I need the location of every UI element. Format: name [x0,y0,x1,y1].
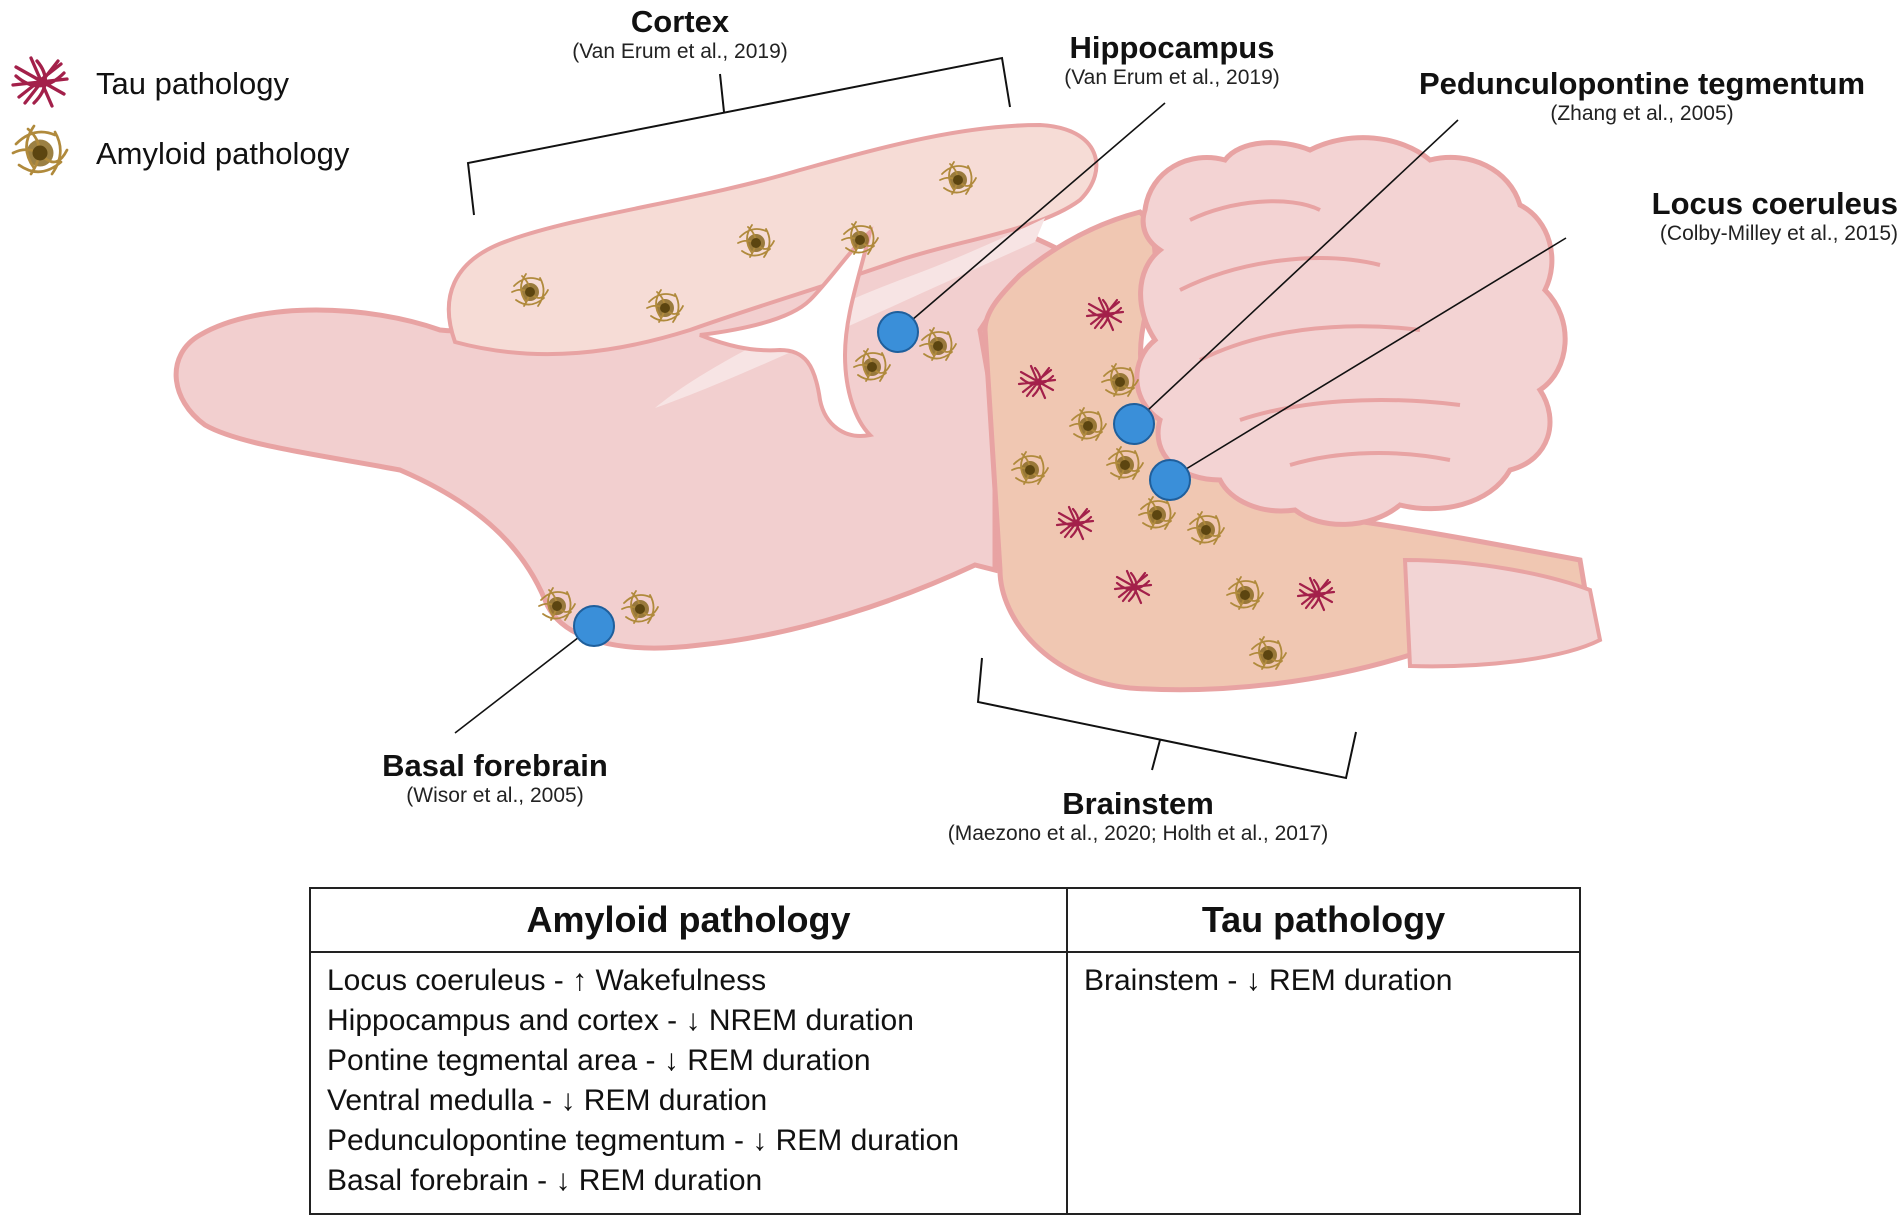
brainstem-label: Brainstem (Maezono et al., 2020; Holth e… [948,786,1329,846]
table-row: Hippocampus and cortex - ↓ NREM duration [327,1004,914,1037]
hippocampus-ref: (Van Erum et al., 2019) [1064,66,1280,89]
table-row: Brainstem - ↓ REM duration [1084,964,1453,997]
brain-diagram [11,56,1603,780]
ppt-ref: (Zhang et al., 2005) [1550,102,1734,125]
lc-ref: (Colby-Milley et al., 2015) [1659,222,1898,245]
ppt-name: Pedunculopontine tegmentum [1418,66,1866,101]
lc-site-marker [1149,459,1191,501]
table-row: Locus coeruleus - ↑ Wakefulness [327,964,767,997]
cortex-bracket [466,56,1011,216]
cerebellum-shape [1134,135,1568,527]
amyloid-header: Amyloid pathology [309,887,1068,953]
amyloid-effects-cell: Locus coeruleus - ↑ Wakefulness Hippocam… [309,951,1068,1215]
basal-forebrain-label: Basal forebrain (Wisor et al., 2005) [382,748,608,808]
table-row: Basal forebrain - ↓ REM duration [327,1164,763,1197]
table-row: Pedunculopontine tegmentum - ↓ REM durat… [327,1124,960,1157]
cortex-ref: (Van Erum et al., 2019) [572,40,788,63]
hippocampus-label: Hippocampus (Van Erum et al., 2019) [1064,30,1280,90]
basal-forebrain-ref: (Wisor et al., 2005) [406,784,584,807]
cortex-name: Cortex [630,4,730,39]
tau-effects-cell: Brainstem - ↓ REM duration [1066,951,1581,1215]
spinal-cord-shape [1402,557,1603,669]
brainstem-name: Brainstem [1062,786,1214,821]
amyloid-pathology-icon [11,124,69,176]
hippocampus-notch [699,226,875,438]
lc-name: Locus coeruleus [1651,186,1898,221]
brainstem-ref: (Maezono et al., 2020; Holth et al., 201… [947,822,1329,845]
brainstem-bracket [976,657,1357,780]
tau-header: Tau pathology [1066,887,1581,953]
table-row: Ventral medulla - ↓ REM duration [327,1084,768,1117]
lc-label: Locus coeruleus (Colby-Milley et al., 20… [1652,186,1898,246]
hippocampus-site-marker [877,311,919,353]
tau-pathology-icon [11,56,69,108]
legend-amyloid-label: Amyloid pathology [96,136,350,171]
pathology-summary-table: Amyloid pathology Tau pathology Locus co… [309,887,1581,1215]
table-row: Pontine tegmental area - ↓ REM duration [327,1044,871,1077]
basal-forebrain-site-marker [573,605,615,647]
ppt-site-marker [1113,403,1155,445]
leader-lines [454,102,1567,734]
ppt-label: Pedunculopontine tegmentum (Zhang et al.… [1419,66,1865,126]
hippocampus-name: Hippocampus [1069,30,1275,65]
basal-forebrain-name: Basal forebrain [382,748,608,783]
brain-figure: Tau pathology Amyloid pathology Cortex (… [11,4,1898,846]
table-body-row: Locus coeruleus - ↑ Wakefulness Hippocam… [309,951,1581,1215]
cortex-label: Cortex (Van Erum et al., 2019) [572,4,788,64]
cortex-shape [446,122,1099,357]
site-markers [573,311,1191,647]
legend-tau-label: Tau pathology [96,66,290,101]
table-header-row: Amyloid pathology Tau pathology [309,887,1581,953]
